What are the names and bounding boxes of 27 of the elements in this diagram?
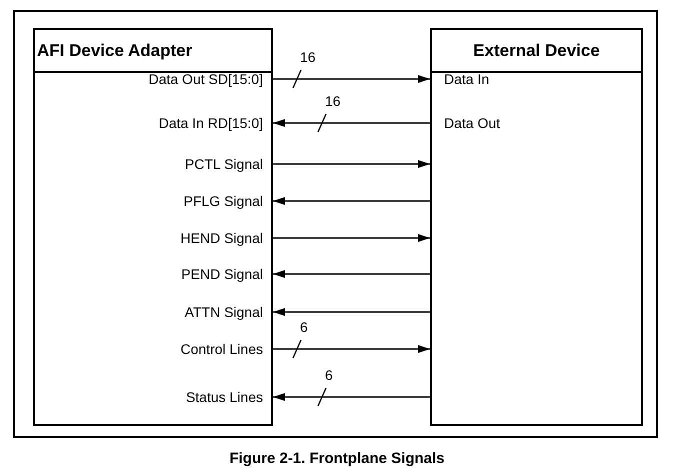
signal-arrow (273, 308, 430, 316)
figure-caption: Figure 2-1. Frontplane Signals (228, 450, 446, 467)
device-block (33, 28, 273, 426)
signal-arrow (273, 197, 430, 205)
edge-label: 6 (299, 319, 309, 335)
signal-label: Control Lines (180, 339, 273, 359)
signal-arrow (273, 160, 430, 168)
signal-label: PCTL Signal (184, 154, 273, 174)
signal-arrow (273, 345, 430, 353)
signal-arrow (273, 119, 430, 127)
signal-arrow (273, 393, 430, 401)
signal-label: Status Lines (186, 387, 273, 407)
signal-arrow (273, 234, 430, 242)
signal-label: PEND Signal (181, 264, 273, 284)
signal-arrow (273, 270, 430, 278)
edge-label: 6 (324, 367, 334, 383)
signal-label: Data Out (430, 113, 500, 133)
signal-label: PFLG Signal (184, 191, 273, 211)
signal-label: ATTN Signal (184, 302, 273, 322)
block-heading: External Device (432, 30, 641, 73)
signal-label: HEND Signal (180, 228, 273, 248)
edge-label: 16 (299, 49, 317, 65)
device-block (430, 28, 643, 426)
signal-arrow (273, 75, 430, 83)
signal-label: Data In RD[15:0] (158, 113, 273, 133)
edge-label: 16 (324, 93, 342, 109)
block-heading: AFI Device Adapter (35, 30, 271, 73)
